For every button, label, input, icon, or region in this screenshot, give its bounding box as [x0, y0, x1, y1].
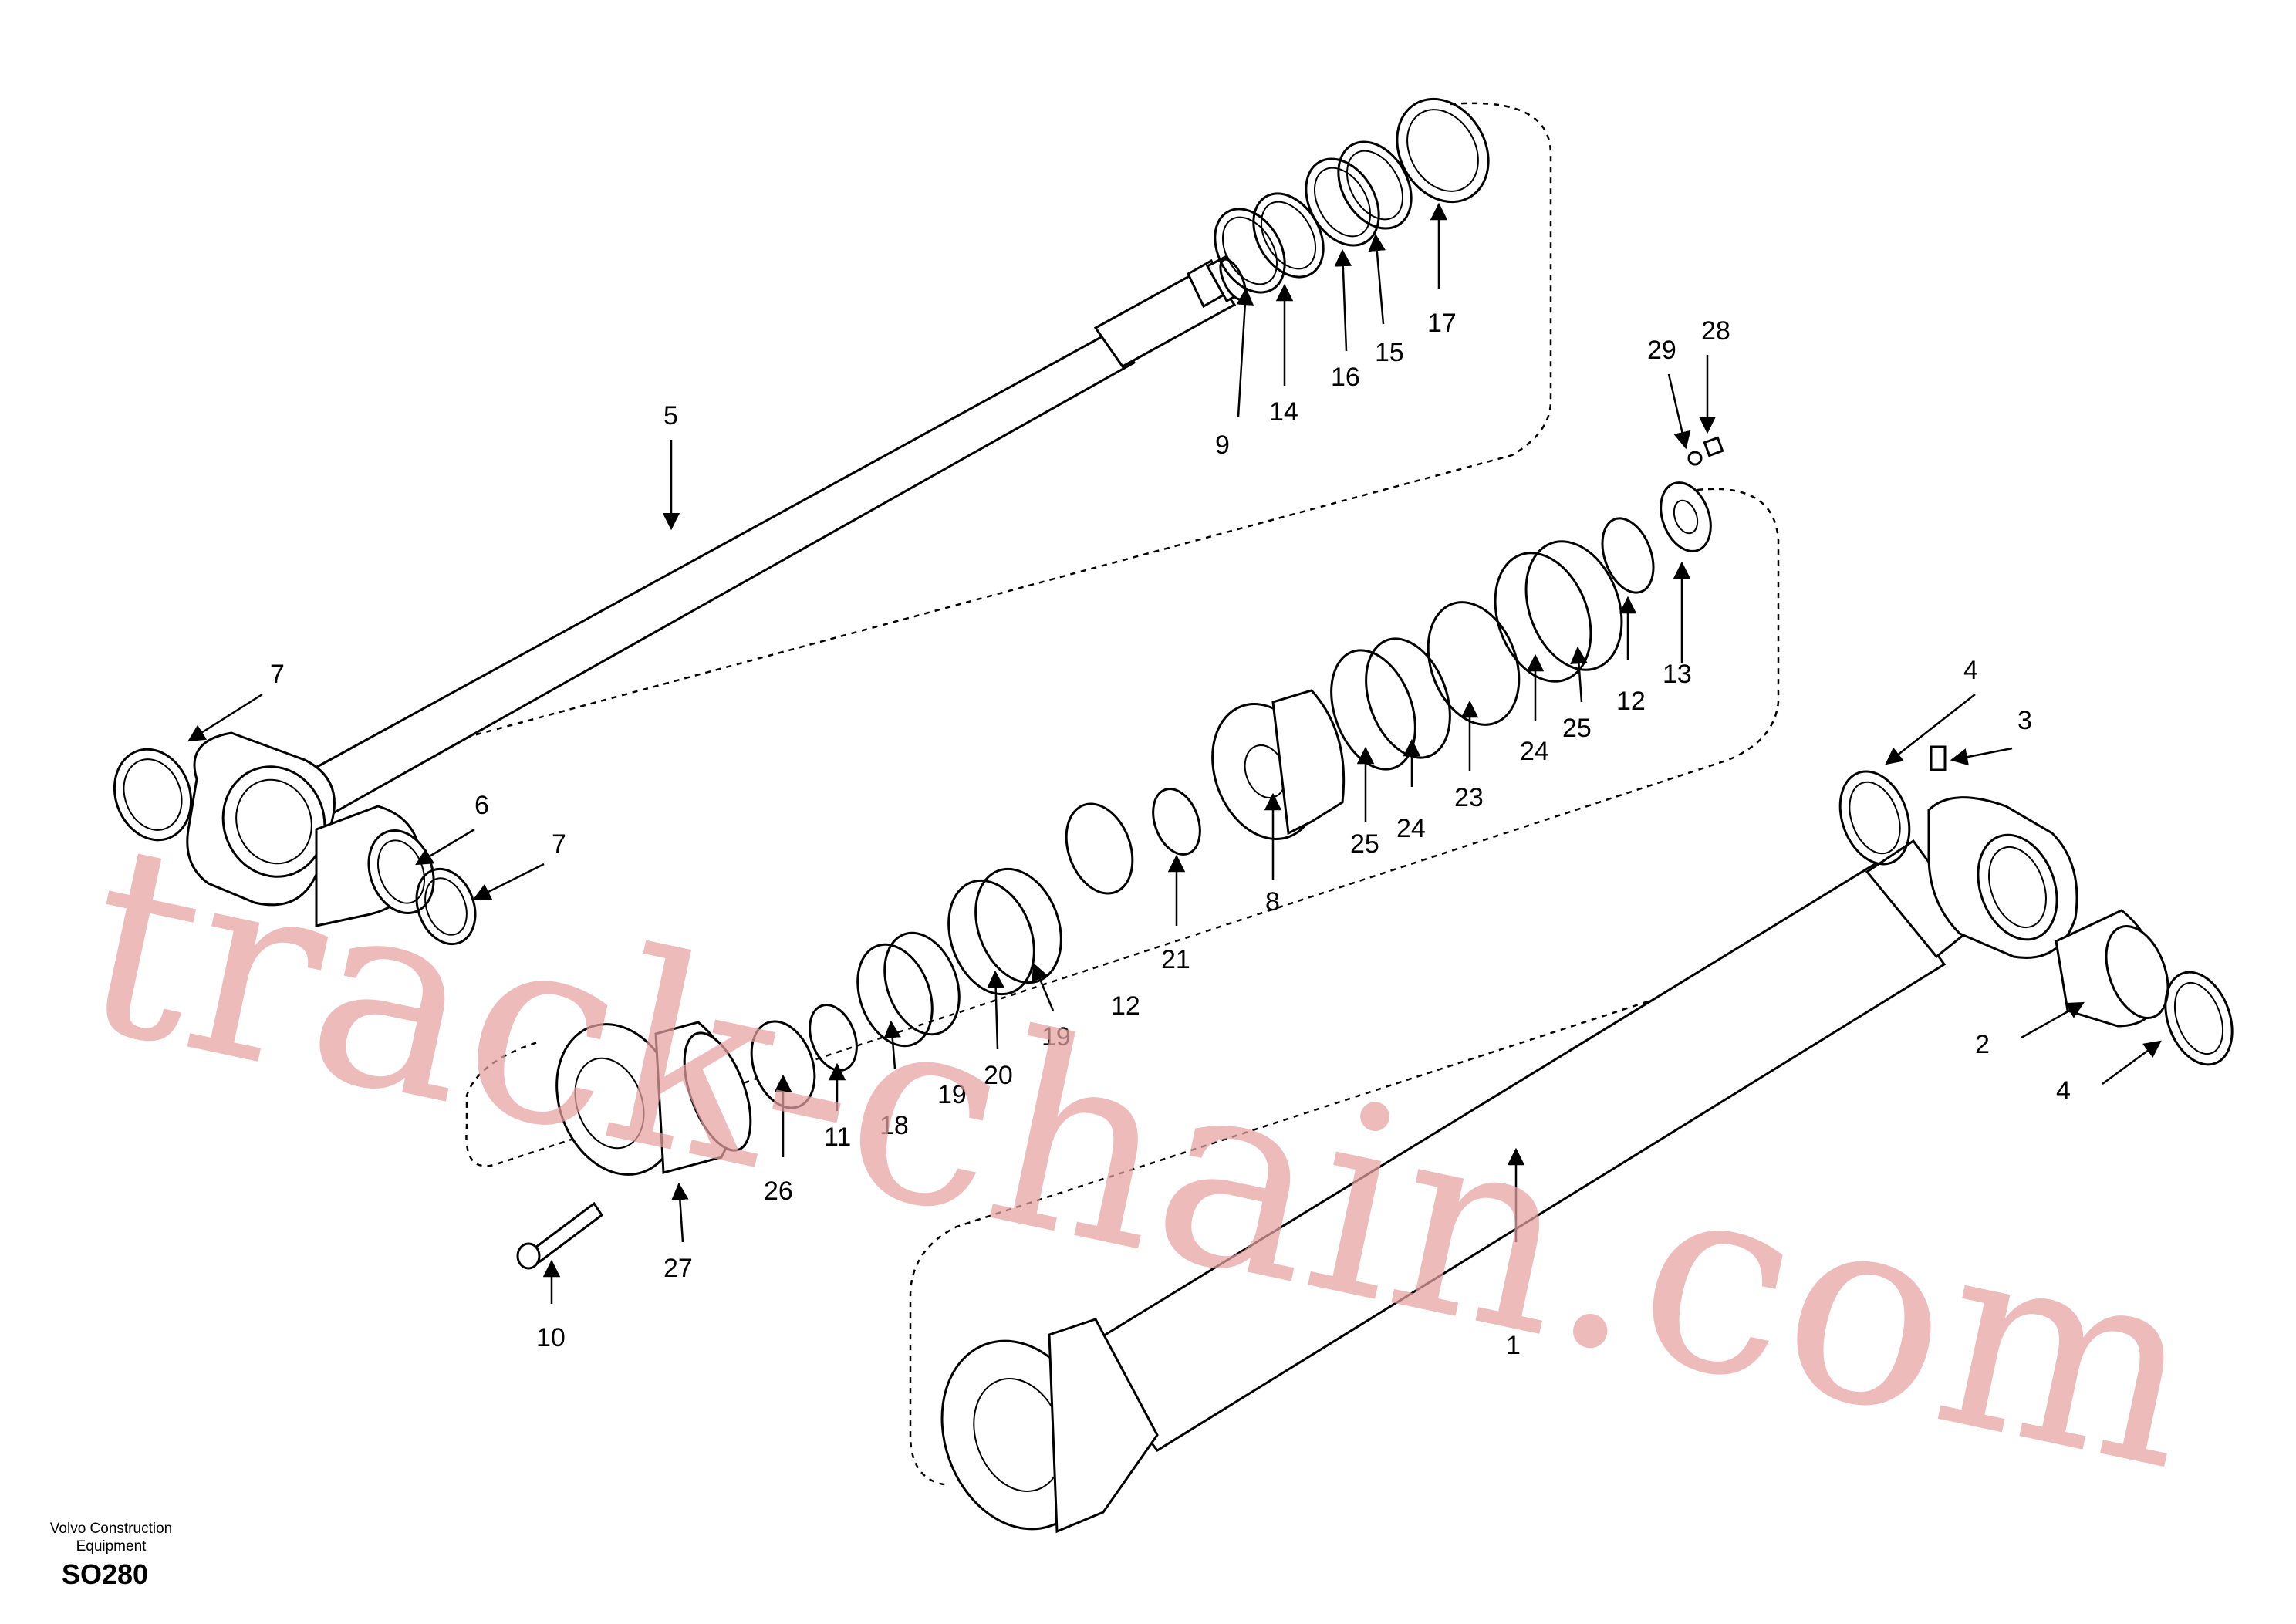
callout-labels: 1 2 3 4 4 5 6 7 7 8 9 10 11 12 12 13 14 … [270, 309, 2071, 1360]
callout-17: 17 [1427, 309, 1457, 338]
callout-12b: 12 [1111, 991, 1140, 1021]
callout-16: 16 [1331, 363, 1360, 392]
drawing-code: SO280 [62, 1558, 149, 1590]
callout-19b: 19 [1042, 1022, 1071, 1052]
callout-25: 25 [1562, 714, 1592, 743]
callout-13: 13 [1663, 660, 1692, 689]
dashed-guide-upper [315, 102, 1552, 803]
callout-27: 27 [663, 1254, 693, 1283]
manufacturer-line1: Volvo Construction [49, 1521, 173, 1537]
callout-25b: 25 [1350, 829, 1379, 859]
callout-18: 18 [880, 1111, 909, 1140]
callout-20: 20 [984, 1061, 1013, 1090]
callout-9: 9 [1215, 430, 1230, 460]
callout-10: 10 [536, 1323, 566, 1352]
leader-lines [187, 202, 2162, 1304]
rod-seal-set [1214, 97, 1490, 294]
callout-1: 1 [1506, 1331, 1521, 1360]
piston-rod [113, 254, 1247, 946]
callout-7b: 7 [552, 829, 566, 859]
dashed-guide-middle [465, 488, 1780, 1167]
bolt [516, 1201, 604, 1270]
manufacturer-caption: Volvo Construction Equipment [34, 1520, 188, 1555]
callout-11: 11 [824, 1123, 851, 1152]
manufacturer-line2: Equipment [76, 1538, 147, 1555]
callout-5: 5 [663, 401, 678, 430]
callout-4: 4 [1963, 656, 1978, 685]
callout-3: 3 [2017, 706, 2032, 735]
callout-4b: 4 [2056, 1076, 2071, 1106]
callout-26: 26 [764, 1177, 793, 1206]
callout-14: 14 [1269, 397, 1298, 427]
callout-6: 6 [474, 791, 489, 820]
callout-21: 21 [1161, 945, 1190, 974]
callout-8: 8 [1265, 887, 1280, 917]
callout-12: 12 [1616, 687, 1646, 716]
callout-23: 23 [1454, 783, 1484, 812]
callout-19: 19 [937, 1080, 967, 1109]
callout-28: 28 [1701, 316, 1730, 346]
callout-15: 15 [1375, 338, 1404, 367]
callout-7: 7 [270, 660, 285, 689]
callout-24b: 24 [1396, 814, 1426, 843]
callout-29: 29 [1647, 336, 1676, 365]
callout-2: 2 [1975, 1030, 1990, 1059]
cylinder-head-assembly [555, 436, 1724, 1176]
callout-24: 24 [1520, 737, 1549, 766]
